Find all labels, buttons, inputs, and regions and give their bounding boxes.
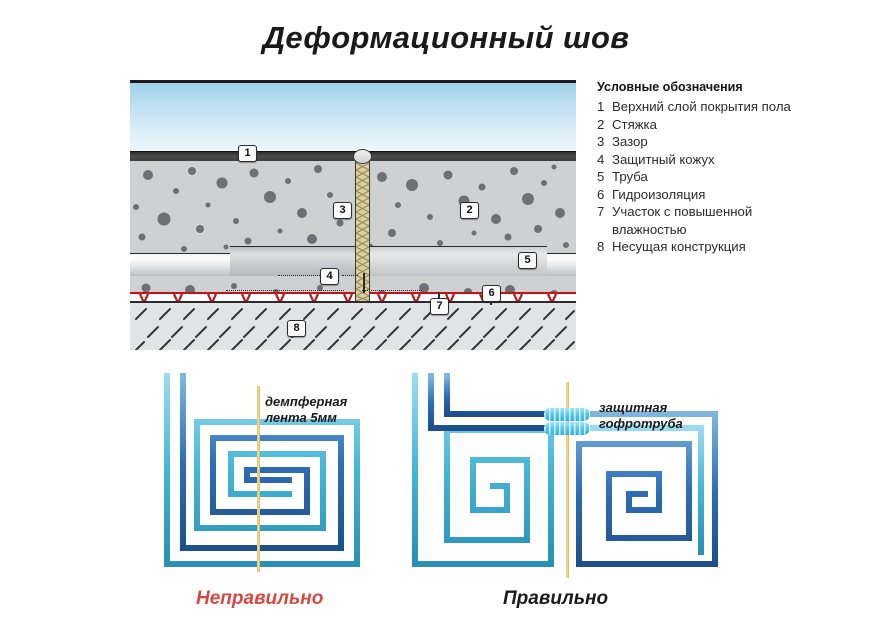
- label-incorrect: Неправильно: [196, 588, 324, 609]
- legend-item-4: 4 Защитный кожух: [597, 151, 827, 169]
- legend-label-3: Зазор: [612, 134, 648, 149]
- legend-item-2: 2 Стяжка: [597, 116, 827, 134]
- legend-number-5: 5: [597, 169, 605, 184]
- legend-number-3: 3: [597, 134, 605, 149]
- legend-label-6: Гидроизоляция: [612, 186, 706, 202]
- bearing-structure-top-border: [130, 301, 576, 303]
- wrong-layout-diagram: демпферная лента 5мм: [145, 368, 395, 583]
- legend-panel: Условные обозначения 1 Верхний слой покр…: [597, 80, 827, 256]
- badge-7: 7: [430, 298, 449, 315]
- legend-heading: Условные обозначения: [597, 80, 743, 94]
- legend-item-6: 6 Гидроизоляция: [597, 186, 827, 204]
- correct-layout-diagram: защитная гофротруба: [403, 368, 745, 583]
- legend-label-7: Участок с повышенной влажностью: [612, 204, 753, 237]
- legend-number-1: 1: [597, 99, 605, 114]
- legend-label-2: Стяжка: [612, 116, 657, 132]
- corrugated-pipe-note: защитная гофротруба: [599, 400, 683, 432]
- page-title: Деформационный шов: [262, 20, 630, 55]
- expansion-joint-line: [566, 382, 569, 578]
- legend-item-1: 1 Верхний слой покрытия пола: [597, 98, 827, 116]
- legend-label-1: Верхний слой покрытия пола: [612, 99, 791, 114]
- expansion-gap: [355, 156, 370, 301]
- bearing-structure-hatching: [135, 308, 575, 350]
- legend-item-8: 8 Несущая конструкция: [597, 238, 827, 256]
- leader-4-right: [342, 275, 358, 276]
- legend-number-8: 8: [597, 239, 605, 254]
- badge-2: 2: [460, 202, 479, 219]
- damper-tape-line: [257, 386, 260, 572]
- badge-8: 8: [287, 320, 306, 337]
- screed-layer-upper: [130, 161, 576, 253]
- badge-5: 5: [518, 252, 537, 269]
- damper-tape-note-line2: лента 5мм: [265, 410, 337, 425]
- legend-number-7: 7: [597, 204, 605, 219]
- leader-4-left: [278, 275, 320, 276]
- correct-coil-svg: [412, 373, 718, 567]
- leader-pipe-dotted-left: [226, 290, 344, 291]
- corrugated-sleeve-top: [544, 408, 590, 421]
- panel-top-border: [130, 80, 576, 83]
- comparison-panel: демпферная лента 5мм защитная: [145, 368, 745, 583]
- label-correct: Правильно: [503, 588, 609, 609]
- legend-label-5: Труба: [612, 169, 648, 184]
- sky-gradient-area: [130, 83, 576, 151]
- legend-item-3: 3 Зазор: [597, 133, 827, 151]
- badge-3: 3: [333, 202, 352, 219]
- cross-section-diagram: 1 2 3 4 5 6 7 8: [130, 80, 576, 350]
- badge-6: 6: [482, 285, 501, 302]
- badge-1: 1: [238, 145, 257, 162]
- expansion-gap-hatch: [356, 156, 369, 301]
- leader-6b-stem: [490, 299, 492, 305]
- bearing-structure-layer: [130, 301, 576, 350]
- corrugated-pipe-note-line2: гофротруба: [599, 416, 683, 431]
- legend-item-7: 7 Участок с повышенной влажностью: [597, 203, 827, 238]
- legend-label-4: Защитный кожух: [612, 151, 715, 167]
- legend-item-5: 5 Труба: [597, 168, 827, 186]
- corrugated-pipe-note-line1: защитная: [599, 400, 668, 415]
- damper-tape-note-line1: демпферная: [265, 394, 348, 409]
- expansion-gap-cap: [353, 149, 372, 164]
- legend-label-8: Несущая конструкция: [612, 239, 746, 254]
- leader-6-stem: [363, 273, 365, 293]
- leader-7-stem: [438, 292, 440, 300]
- leader-pipe-dotted: [362, 290, 422, 291]
- legend-number-4: 4: [597, 151, 605, 167]
- legend-number-6: 6: [597, 186, 605, 202]
- damper-tape-note: демпферная лента 5мм: [265, 394, 347, 426]
- corrugated-sleeve-bottom: [544, 422, 590, 435]
- legend-number-2: 2: [597, 116, 605, 132]
- wrong-coil-svg: [164, 373, 360, 567]
- badge-4: 4: [320, 268, 339, 285]
- screed-speckles-upper: [133, 164, 569, 252]
